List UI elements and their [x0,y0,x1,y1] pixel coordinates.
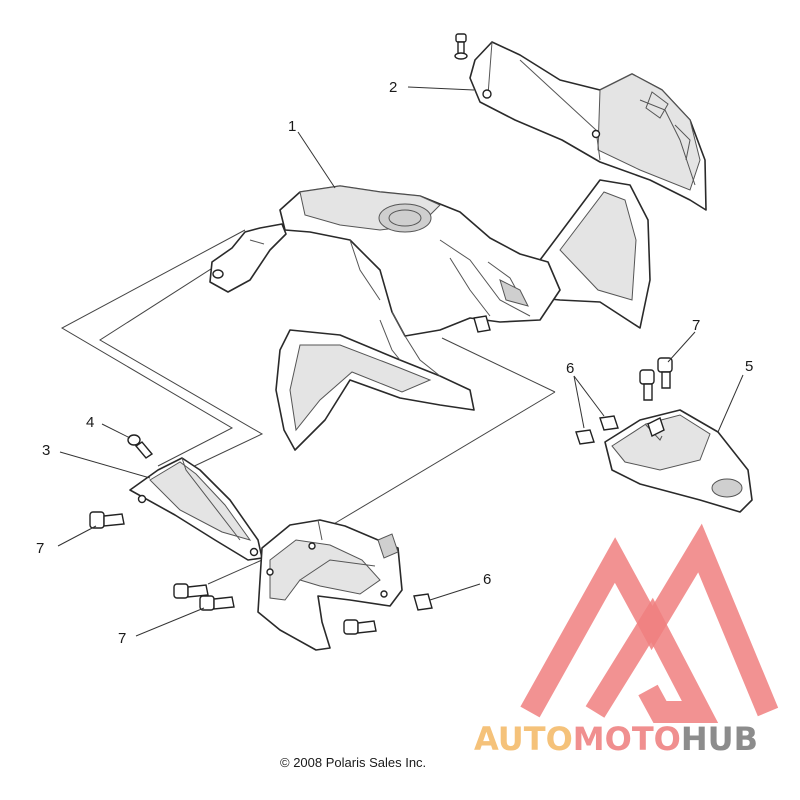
copyright-text: © 2008 Polaris Sales Inc. [280,755,426,770]
watermark-triangle-logo [520,523,779,723]
callout-4: 4 [86,414,94,431]
bolt-lower-b [199,595,235,611]
callout-7-right: 7 [692,317,700,334]
clip-nut-a [575,429,595,445]
callout-1: 1 [288,118,296,135]
screw-part-4 [127,434,154,459]
watermark-word-hub: HUB [681,720,758,758]
callout-5: 5 [745,358,753,375]
lower-inner-fender [257,519,403,651]
part-3-side-panel [129,457,263,561]
callout-3: 3 [42,442,50,459]
callout-6-lower: 6 [483,571,491,588]
callout-2: 2 [389,79,397,96]
bolt-lower-a [173,583,209,599]
assembly-guide-lines [60,229,556,585]
watermark-word-auto: AUTO [474,720,573,758]
part-2-front-panel [469,41,707,211]
svg-text:AUTOMOTOHUB: AUTOMOTOHUB [474,720,758,758]
clip-nuts [413,415,619,611]
callout-labels: 1 2 3 4 5 6 6 7 7 7 [36,79,753,647]
bolt-left [89,511,125,529]
automotohub-watermark: AUTOMOTOHUB [474,523,779,758]
watermark-word-moto: MOTO [573,720,681,758]
callout-7-left: 7 [36,540,44,557]
clip-nut-c [413,593,433,611]
bolt-right-a [639,369,655,401]
bolt-right-b [657,357,673,389]
bolts [89,357,673,635]
callout-6-upper: 6 [566,360,574,377]
bolt-lower-c [343,619,377,635]
leader-lines [57,86,744,637]
clip-nut-b [599,415,619,431]
callout-7-lower: 7 [118,630,126,647]
part-1-front-cab [209,179,651,451]
clip-nut-center [473,315,491,333]
part-5-side-panel [604,409,753,513]
screw-top [454,33,468,60]
